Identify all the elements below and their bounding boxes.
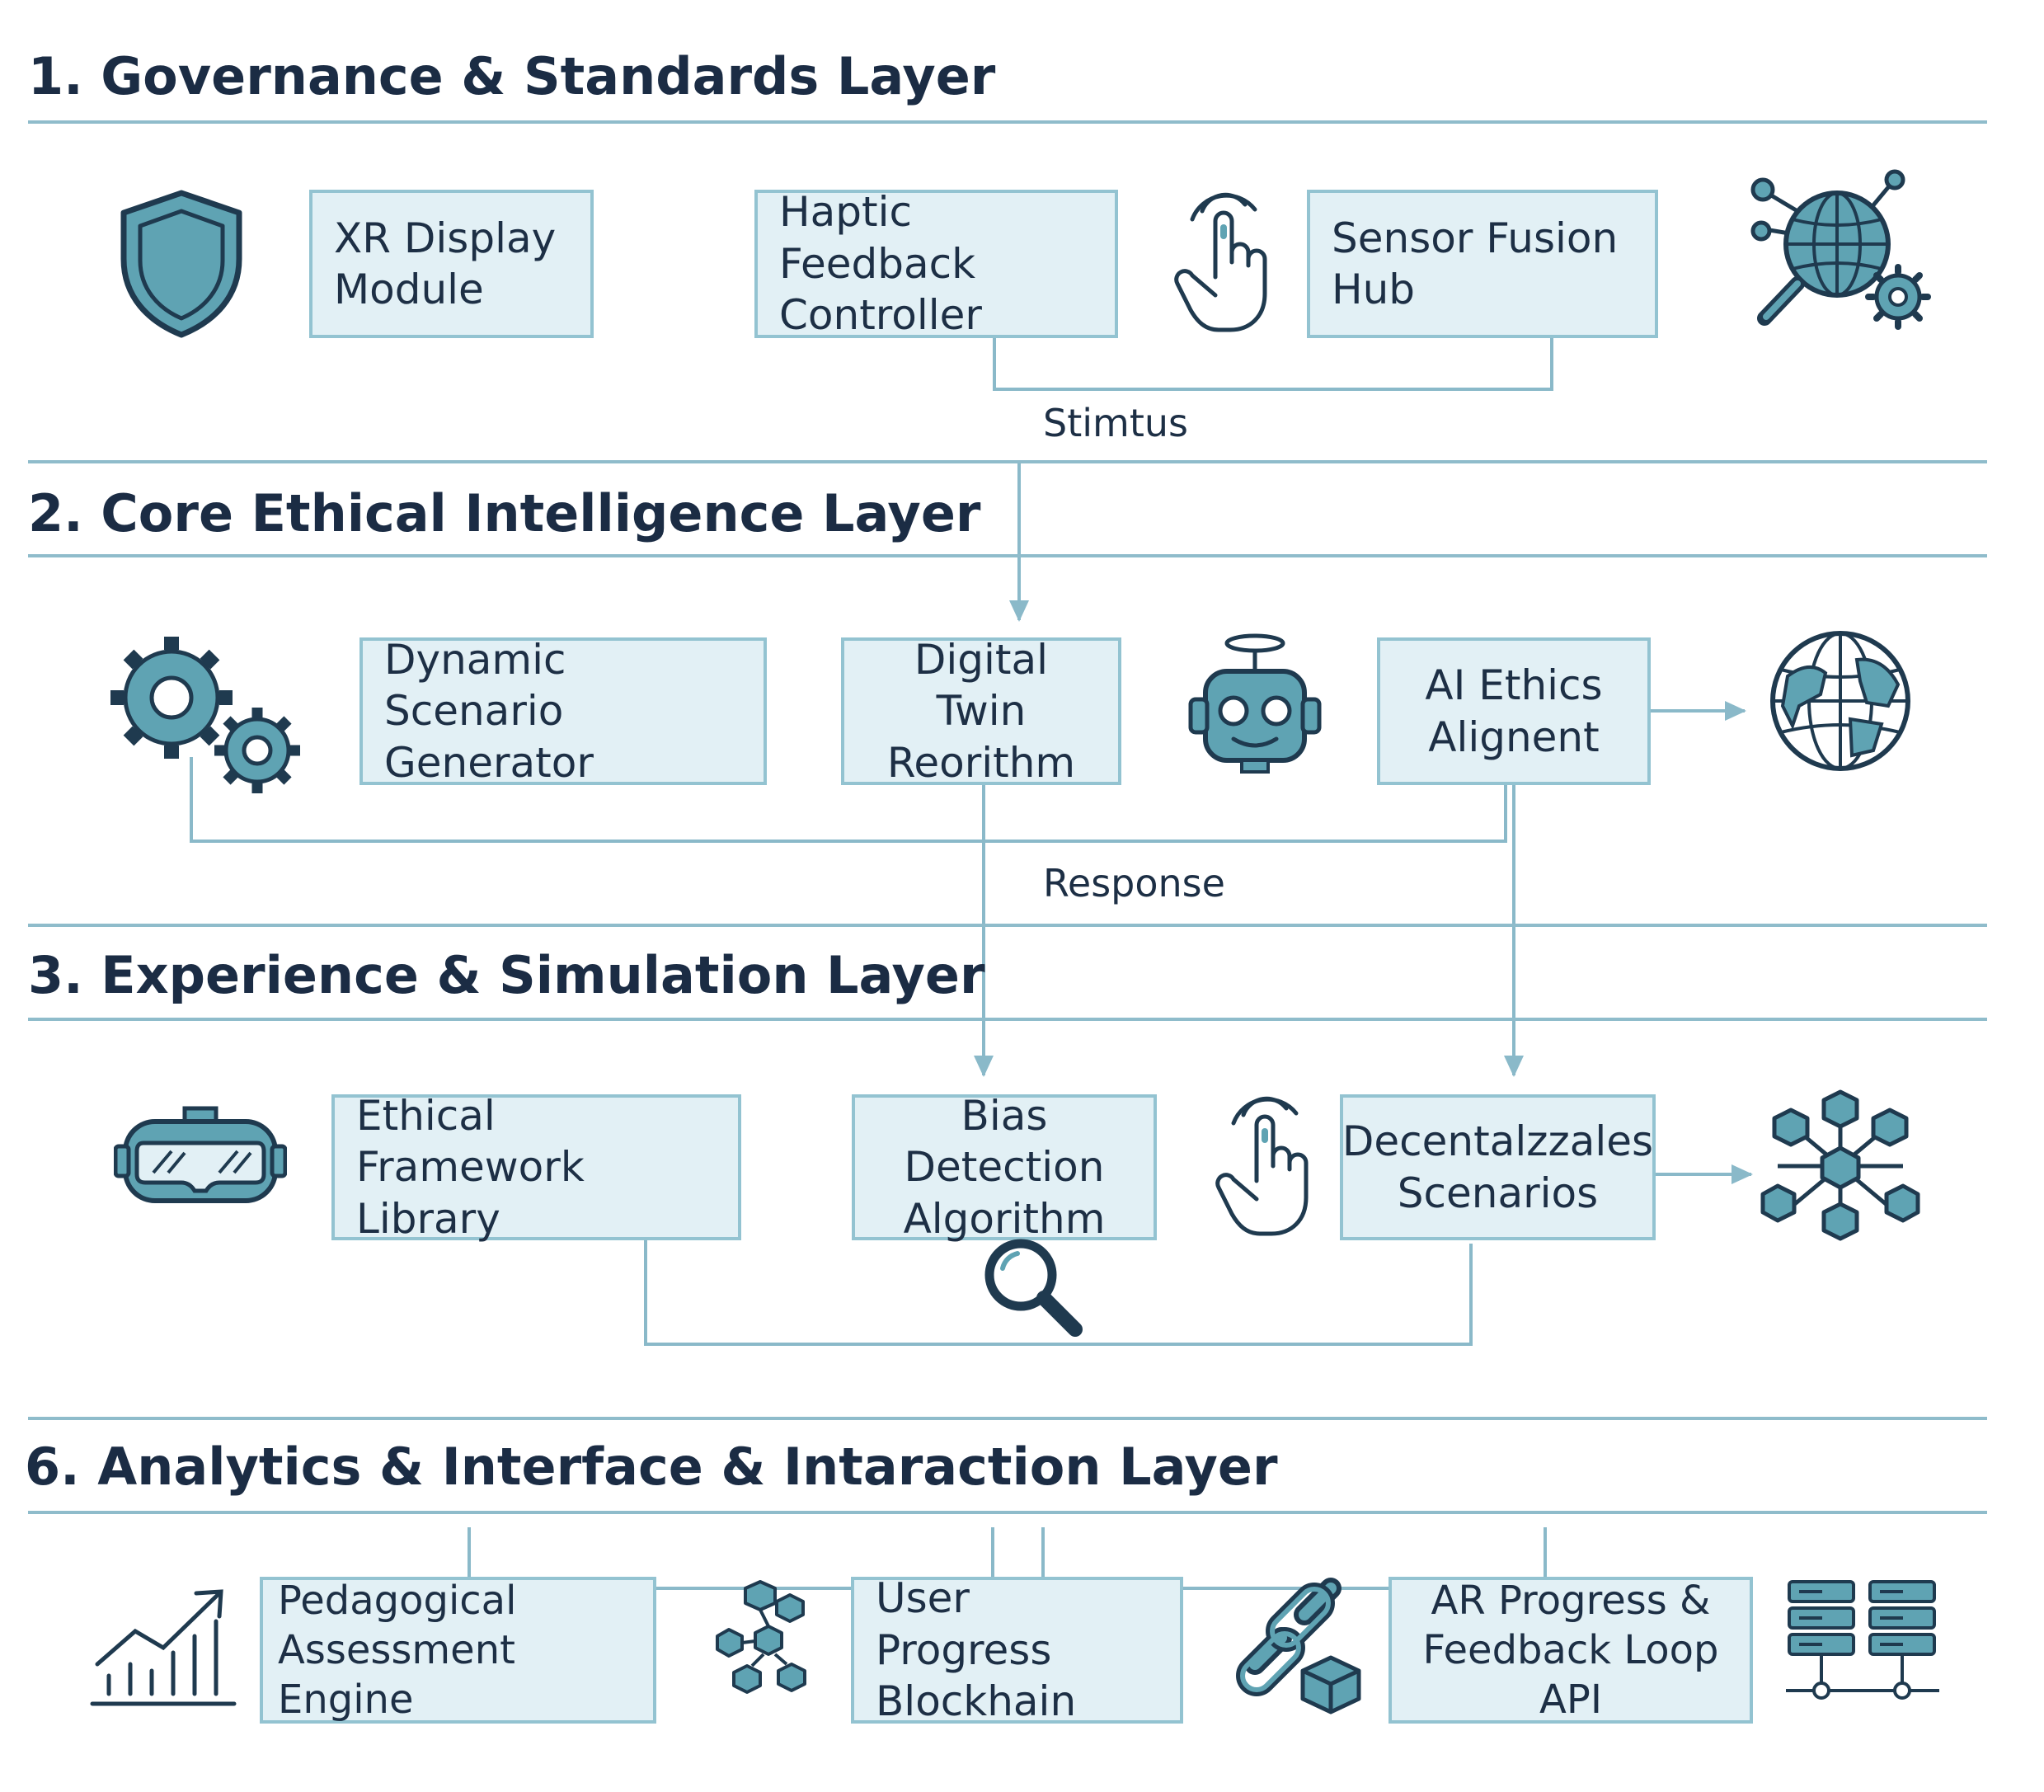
layer-6-top-rule bbox=[28, 1417, 1987, 1420]
node-bias-detection-algorithm: Bias Detection Algorithm bbox=[852, 1092, 1157, 1243]
network-cubes-icon bbox=[1760, 1089, 1921, 1245]
node-ai-ethics-alignment: AI Ethics Alignent bbox=[1377, 637, 1651, 785]
node-ar-progress-feedback-loop-api: AR Progress & Feedback Loop API bbox=[1389, 1577, 1753, 1724]
connector-library-decentral bbox=[644, 1240, 1473, 1346]
node-pedagogical-assessment-engine: Pedagogical Assessment Engine bbox=[260, 1577, 656, 1724]
chain-cube-icon bbox=[1230, 1575, 1370, 1719]
layer-6-rule bbox=[28, 1511, 1987, 1514]
node-label: XR Display Module bbox=[334, 214, 557, 314]
touch-hand-icon bbox=[1210, 1090, 1318, 1242]
server-network-icon bbox=[1784, 1578, 1941, 1714]
node-label: Dynamic Scenario Generator bbox=[384, 635, 594, 787]
node-haptic-feedback-controller: Haptic Feedback Controller bbox=[754, 188, 1118, 339]
edge-label-stimulus: Stimtus bbox=[1043, 401, 1188, 445]
robot-icon bbox=[1182, 632, 1327, 780]
layer-2-title: 2. Core Ethical Intelligence Layer bbox=[28, 483, 981, 543]
node-label: User Progress Blockhain bbox=[876, 1574, 1077, 1726]
connector-progress-ar bbox=[1041, 1527, 1547, 1590]
layer-1-title: 1. Governance & Standards Layer bbox=[28, 46, 996, 106]
globe-icon bbox=[1760, 627, 1921, 778]
node-xr-display-module: XR Display Module bbox=[309, 190, 594, 338]
connector-haptic-sensor bbox=[993, 338, 1553, 391]
node-user-progress-blockchain: User Progress Blockhain bbox=[851, 1574, 1183, 1725]
vr-headset-icon bbox=[113, 1105, 288, 1216]
magnifier-icon bbox=[978, 1232, 1085, 1343]
layer-6-title: 6. Analytics & Interface & Intaraction L… bbox=[25, 1437, 1278, 1497]
connector-pedagogical-progress bbox=[468, 1527, 994, 1590]
shield-icon bbox=[115, 188, 247, 343]
growth-chart-icon bbox=[89, 1585, 237, 1712]
node-label: AR Progress & Feedback Loop API bbox=[1422, 1578, 1719, 1723]
node-dynamic-scenario-generator: Dynamic Scenario Generator bbox=[359, 636, 767, 787]
node-decentralized-scenarios: Decentalzzales Scenarios bbox=[1340, 1094, 1656, 1240]
connector-gears-ai-ethics bbox=[190, 757, 1507, 843]
node-ethical-framework-library: Ethical Framework Library bbox=[331, 1092, 741, 1243]
node-label: Decentalzzales Scenarios bbox=[1342, 1117, 1654, 1217]
node-label: AI Ethics Alignent bbox=[1425, 661, 1603, 761]
edge-label-response: Response bbox=[1043, 861, 1225, 905]
touch-hand-icon bbox=[1169, 186, 1276, 338]
node-label: Pedagogical Assessment Engine bbox=[278, 1578, 517, 1723]
node-label: Haptic Feedback Controller bbox=[779, 188, 982, 340]
blocks-icon bbox=[714, 1577, 813, 1709]
node-label: Sensor Fusion Hub bbox=[1332, 214, 1619, 314]
node-label: Digital Twin Reorithm bbox=[886, 635, 1076, 787]
node-digital-twin: Digital Twin Reorithm bbox=[841, 636, 1121, 787]
node-label: Bias Detection Algorithm bbox=[903, 1091, 1106, 1243]
layer-1-rule bbox=[28, 120, 1987, 124]
layer-2-top-rule bbox=[28, 460, 1987, 463]
node-sensor-fusion-hub: Sensor Fusion Hub bbox=[1307, 190, 1658, 338]
layer-3-title: 3. Experience & Simulation Layer bbox=[28, 945, 985, 1005]
layer-3-rule bbox=[28, 1018, 1987, 1021]
gears-icon bbox=[107, 633, 305, 802]
layer-3-top-rule bbox=[28, 924, 1987, 927]
node-label: Ethical Framework Library bbox=[356, 1091, 585, 1243]
layer-2-rule bbox=[28, 554, 1987, 557]
globe-search-gear-icon bbox=[1745, 168, 1934, 336]
